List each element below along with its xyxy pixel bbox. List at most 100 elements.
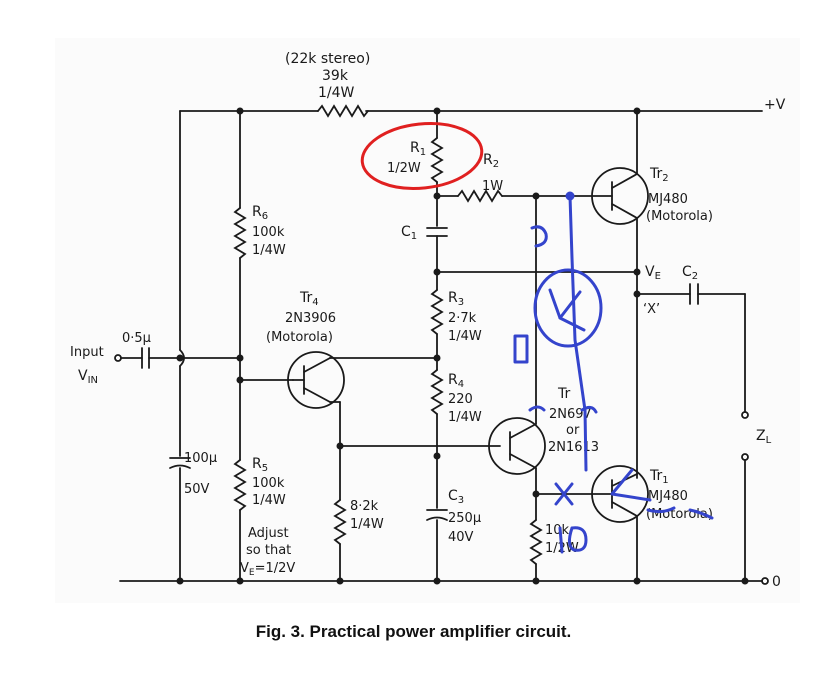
r3-symbol bbox=[430, 289, 444, 335]
blue-resistor-sketch bbox=[513, 334, 529, 364]
tr4-collector bbox=[303, 387, 331, 403]
tr2-maker: (Motorola) bbox=[646, 209, 713, 224]
c1-label: C1 bbox=[401, 224, 417, 242]
junction-dot bbox=[532, 192, 540, 200]
blue-x-mark bbox=[554, 482, 574, 506]
r3-label: R3 bbox=[448, 290, 464, 308]
blue-arrow-mark bbox=[610, 468, 714, 520]
blue-ten-mark bbox=[558, 526, 588, 554]
junction-dot bbox=[236, 376, 244, 384]
c3-label: C3 bbox=[448, 488, 464, 506]
r5-note-1: Adjust bbox=[248, 526, 289, 541]
r3-value: 2·7k bbox=[448, 311, 477, 326]
input-label-2: VIN bbox=[78, 368, 98, 386]
tr3-part-3: 2N1613 bbox=[548, 440, 599, 455]
feedback-resistor-line3: 1/4W bbox=[318, 85, 355, 101]
r2-rating: 1W bbox=[482, 179, 503, 194]
cap100-value: 100µ bbox=[184, 451, 217, 466]
junction-dot bbox=[741, 577, 749, 585]
junction-dot bbox=[433, 192, 441, 200]
junction-dot bbox=[532, 577, 540, 585]
blue-bracket-top bbox=[530, 225, 548, 248]
r1-rating: 1/2W bbox=[387, 161, 421, 176]
r4-label: R4 bbox=[448, 372, 464, 390]
r82k-rating: 1/4W bbox=[350, 517, 384, 532]
tr3-emitter bbox=[509, 453, 537, 469]
tr3-body bbox=[488, 417, 546, 475]
r1-symbol bbox=[430, 137, 444, 183]
red-annotation-circle bbox=[360, 122, 484, 190]
r10k-symbol bbox=[529, 519, 543, 565]
tr2-collector bbox=[611, 173, 638, 189]
tr1-part: MJ480 bbox=[648, 489, 688, 504]
load-label: ZL bbox=[756, 428, 772, 446]
tr4-maker: (Motorola) bbox=[266, 330, 333, 345]
junction-dot bbox=[176, 354, 184, 362]
figure-caption: Fig. 3. Practical power amplifier circui… bbox=[255, 622, 572, 641]
junction-dot bbox=[433, 354, 441, 362]
r5-label: R5 bbox=[252, 456, 268, 474]
tr2-emitter bbox=[611, 203, 638, 219]
c2-label: C2 bbox=[682, 264, 698, 282]
blue-transistor-sketch bbox=[548, 288, 586, 332]
ground-label: 0 bbox=[772, 574, 781, 590]
x-point-label: ‘X’ bbox=[643, 302, 660, 317]
junction-dot bbox=[176, 577, 184, 585]
junction-dot bbox=[236, 577, 244, 585]
r6-label: R6 bbox=[252, 204, 268, 222]
feedback-resistor-line1: (22k stereo) bbox=[285, 51, 370, 67]
circuit-diagram: (22k stereo) 39k 1/4W +V 0 R1 1/2W R2 1W… bbox=[70, 51, 786, 590]
blue-transistor-circle bbox=[533, 268, 603, 348]
r82k-symbol bbox=[333, 499, 347, 545]
tr2-label: Tr2 bbox=[649, 166, 669, 184]
blue-node-marks bbox=[528, 405, 598, 414]
r6-rating: 1/4W bbox=[252, 243, 286, 258]
tr4-body bbox=[287, 351, 345, 409]
feedback-resistor-line2: 39k bbox=[322, 68, 349, 84]
positive-rail-label: +V bbox=[764, 97, 786, 113]
cap100-rating: 50V bbox=[184, 482, 210, 497]
r6-symbol bbox=[233, 207, 247, 259]
blue-annotations bbox=[513, 191, 714, 554]
r6-value: 100k bbox=[252, 225, 285, 240]
r2-label: R2 bbox=[483, 152, 499, 170]
junction-dot bbox=[633, 577, 641, 585]
r5-symbol bbox=[233, 459, 247, 511]
c3-rating: 40V bbox=[448, 530, 474, 545]
junction-dot bbox=[433, 577, 441, 585]
junction-dot bbox=[433, 268, 441, 276]
load-terminal-top bbox=[741, 411, 749, 419]
junction-dot bbox=[532, 490, 540, 498]
junction-dot bbox=[336, 442, 344, 450]
tr4-part: 2N3906 bbox=[285, 311, 336, 326]
c3-value: 250µ bbox=[448, 511, 481, 526]
r82k-value: 8·2k bbox=[350, 499, 379, 514]
tr3-collector bbox=[509, 423, 537, 439]
r4-rating: 1/4W bbox=[448, 410, 482, 425]
r1-label: R1 bbox=[410, 140, 426, 158]
junction-dot bbox=[433, 107, 441, 115]
feedback-resistor-symbol bbox=[317, 104, 369, 118]
junction-dot bbox=[633, 290, 641, 298]
r2-symbol bbox=[457, 189, 503, 203]
tr3-label: Tr bbox=[557, 386, 570, 402]
junction-dot bbox=[236, 107, 244, 115]
tr2-body bbox=[591, 167, 649, 225]
r5-rating: 1/4W bbox=[252, 493, 286, 508]
r4-symbol bbox=[430, 369, 444, 415]
blue-dot-annotation bbox=[565, 191, 575, 201]
input-label-1: Input bbox=[70, 345, 104, 360]
r3-rating: 1/4W bbox=[448, 329, 482, 344]
tr3-part-2: or bbox=[566, 423, 580, 438]
input-cap-value: 0·5µ bbox=[122, 331, 151, 346]
junction-dot bbox=[433, 452, 441, 460]
cap100-plate-bottom bbox=[169, 464, 191, 469]
junction-dot bbox=[633, 268, 641, 276]
blue-wire-annotation bbox=[568, 194, 588, 472]
ground-terminal bbox=[761, 577, 769, 585]
r4-value: 220 bbox=[448, 392, 473, 407]
tr4-label: Tr4 bbox=[299, 290, 319, 308]
tr1-label: Tr1 bbox=[649, 468, 669, 486]
junction-dot bbox=[236, 354, 244, 362]
r5-note-3: VE=1/2V bbox=[240, 561, 295, 578]
